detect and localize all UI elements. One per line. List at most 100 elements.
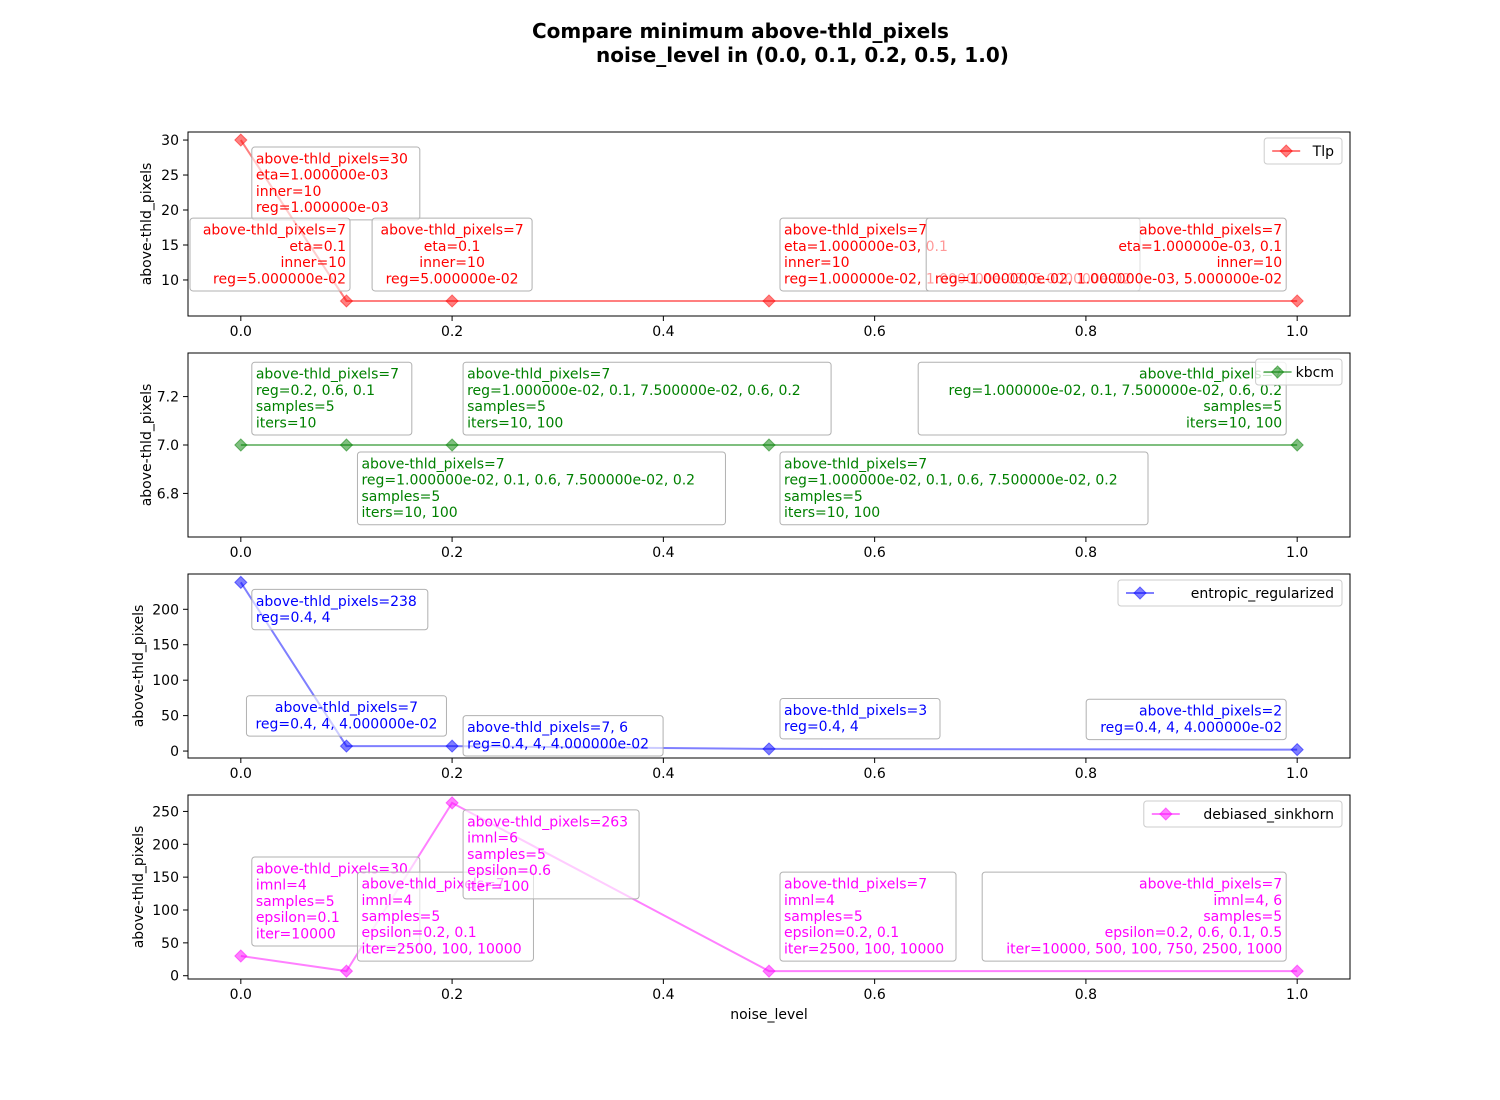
annotation-text: iters=10, 100 [1186,415,1282,431]
axes-frame [187,794,1351,980]
annotation-text: samples=5 [784,909,863,925]
data-point [1290,438,1304,452]
x-tick-label: 0.6 [864,987,886,1003]
annotation-text: samples=5 [784,489,863,505]
x-tick-label: 1.0 [1286,987,1308,1003]
y-tick-label: 10 [161,273,179,289]
annotation-text: iters=10, 100 [467,415,563,431]
annotation-text: reg=0.4, 4 [784,719,859,735]
x-axis-label: noise_level [730,1007,808,1023]
annotation-text: samples=5 [1203,399,1282,415]
annotation-box [356,451,726,526]
annotation-box [462,361,832,436]
annotation-text: above-thld_pixels=238 [256,594,417,610]
data-point [445,796,459,810]
y-tick-label: 150 [152,638,179,654]
x-tick-label: 1.0 [1286,766,1308,782]
legend-marker [1133,586,1147,600]
axes-frame [187,573,1351,759]
x-tick-label: 0.0 [230,987,252,1003]
annotation-text: above-thld_pixels=7 [784,457,927,473]
data-point [234,438,248,452]
figure-title-line-1: Compare minimum above-thld_pixels [532,19,949,43]
annotation-text: reg=1.000000e-03 [256,200,389,216]
data-point [762,742,776,756]
x-tick-label: 0.4 [652,766,674,782]
annotation-text: reg=0.4, 4, 4.000000e-02 [467,736,649,752]
annotation-text: inner=10 [419,255,485,271]
annotation-text: above-thld_pixels=30 [256,152,408,168]
x-tick-label: 0.4 [652,545,674,561]
legend-box [1263,137,1343,165]
annotation-text: epsilon=0.2, 0.1 [784,925,899,941]
annotation-text: samples=5 [361,489,440,505]
x-tick-label: 0.8 [1075,324,1097,340]
annotation-text: above-thld_pixels=7 [361,457,504,473]
annotation-text: reg=1.000000e-02, 0.1, 7.500000e-02, 0.6… [949,383,1283,399]
annotation-text: samples=5 [256,399,335,415]
annotation-text: above-thld_pixels=263 [467,814,628,830]
annotation-text: imnl=4 [361,893,412,909]
y-tick-label: 100 [152,673,179,689]
annotation-box [251,588,429,631]
annotation-text: imnl=6 [467,831,518,847]
annotation-box [371,217,533,292]
data-point [445,294,459,308]
annotation-text: reg=1.000000e-02, 0.1, 7.500000e-02, 0.6… [467,383,801,399]
x-tick-label: 0.4 [652,324,674,340]
annotation-text: epsilon=0.2, 0.1 [361,925,476,941]
annotation-text: above-thld_pixels=7 [784,877,927,893]
annotation-text: reg=1.000000e-02, 0.1, 0.6, 7.500000e-02… [784,473,1118,489]
legend-marker [1159,807,1173,821]
x-tick-label: 0.4 [652,987,674,1003]
x-tick-label: 0.2 [441,545,463,561]
data-point [234,575,248,590]
annotation-text: iter=2500, 100, 10000 [361,941,521,957]
y-tick-label: 100 [152,903,179,919]
annotation-text: epsilon=0.6 [467,863,551,879]
annotation-text: above-thld_pixels=7 [256,367,399,383]
annotation-text: above-thld_pixels=7 [1139,877,1282,893]
annotation-text: reg=1.000000e-02, 0.1, 0.6, 7.500000e-02… [361,473,695,489]
data-point [339,964,354,978]
x-tick-label: 0.8 [1075,987,1097,1003]
y-tick-label: 25 [161,168,179,184]
y-tick-label: 50 [161,936,179,952]
axes-frame [187,131,1351,317]
x-tick-label: 0.6 [864,324,886,340]
annotation-text: above-thld_pixels=2 [1139,704,1282,720]
y-tick-label: 7.0 [157,438,179,454]
legend-marker [1279,144,1293,158]
legend-label: kbcm [1296,365,1334,381]
annotation-text: iters=10 [256,415,317,431]
annotation-text: iter=10000 [256,926,336,942]
x-tick-label: 1.0 [1286,324,1308,340]
annotation-text: above-thld_pixels=7 [275,700,418,716]
y-tick-label: 200 [152,602,179,618]
x-tick-label: 0.2 [441,324,463,340]
annotation-text: eta=1.000000e-03, 0.1 [1118,239,1282,255]
data-point [762,294,776,308]
legend-label: debiased_sinkhorn [1203,807,1334,823]
y-tick-label: 20 [161,203,179,219]
annotation-text: imnl=4 [256,878,307,894]
annotation-text: samples=5 [256,894,335,910]
annotation-text: above-thld_pixels=7, 6 [467,720,628,736]
annotation-text: inner=10 [784,255,850,271]
y-axis-label: above-thld_pixels [139,163,155,286]
annotation-text: reg=5.000000e-02 [386,271,519,287]
x-tick-label: 0.8 [1075,766,1097,782]
annotation-text: reg=0.4, 4, 4.000000e-02 [255,716,437,732]
y-tick-label: 15 [161,238,179,254]
annotation-text: above-thld_pixels=7 [203,223,346,239]
annotation-box [779,451,1149,526]
x-tick-label: 0.2 [441,766,463,782]
x-tick-label: 0.0 [230,766,252,782]
x-tick-label: 1.0 [1286,545,1308,561]
data-point [1290,964,1304,978]
y-tick-label: 0 [170,744,179,760]
